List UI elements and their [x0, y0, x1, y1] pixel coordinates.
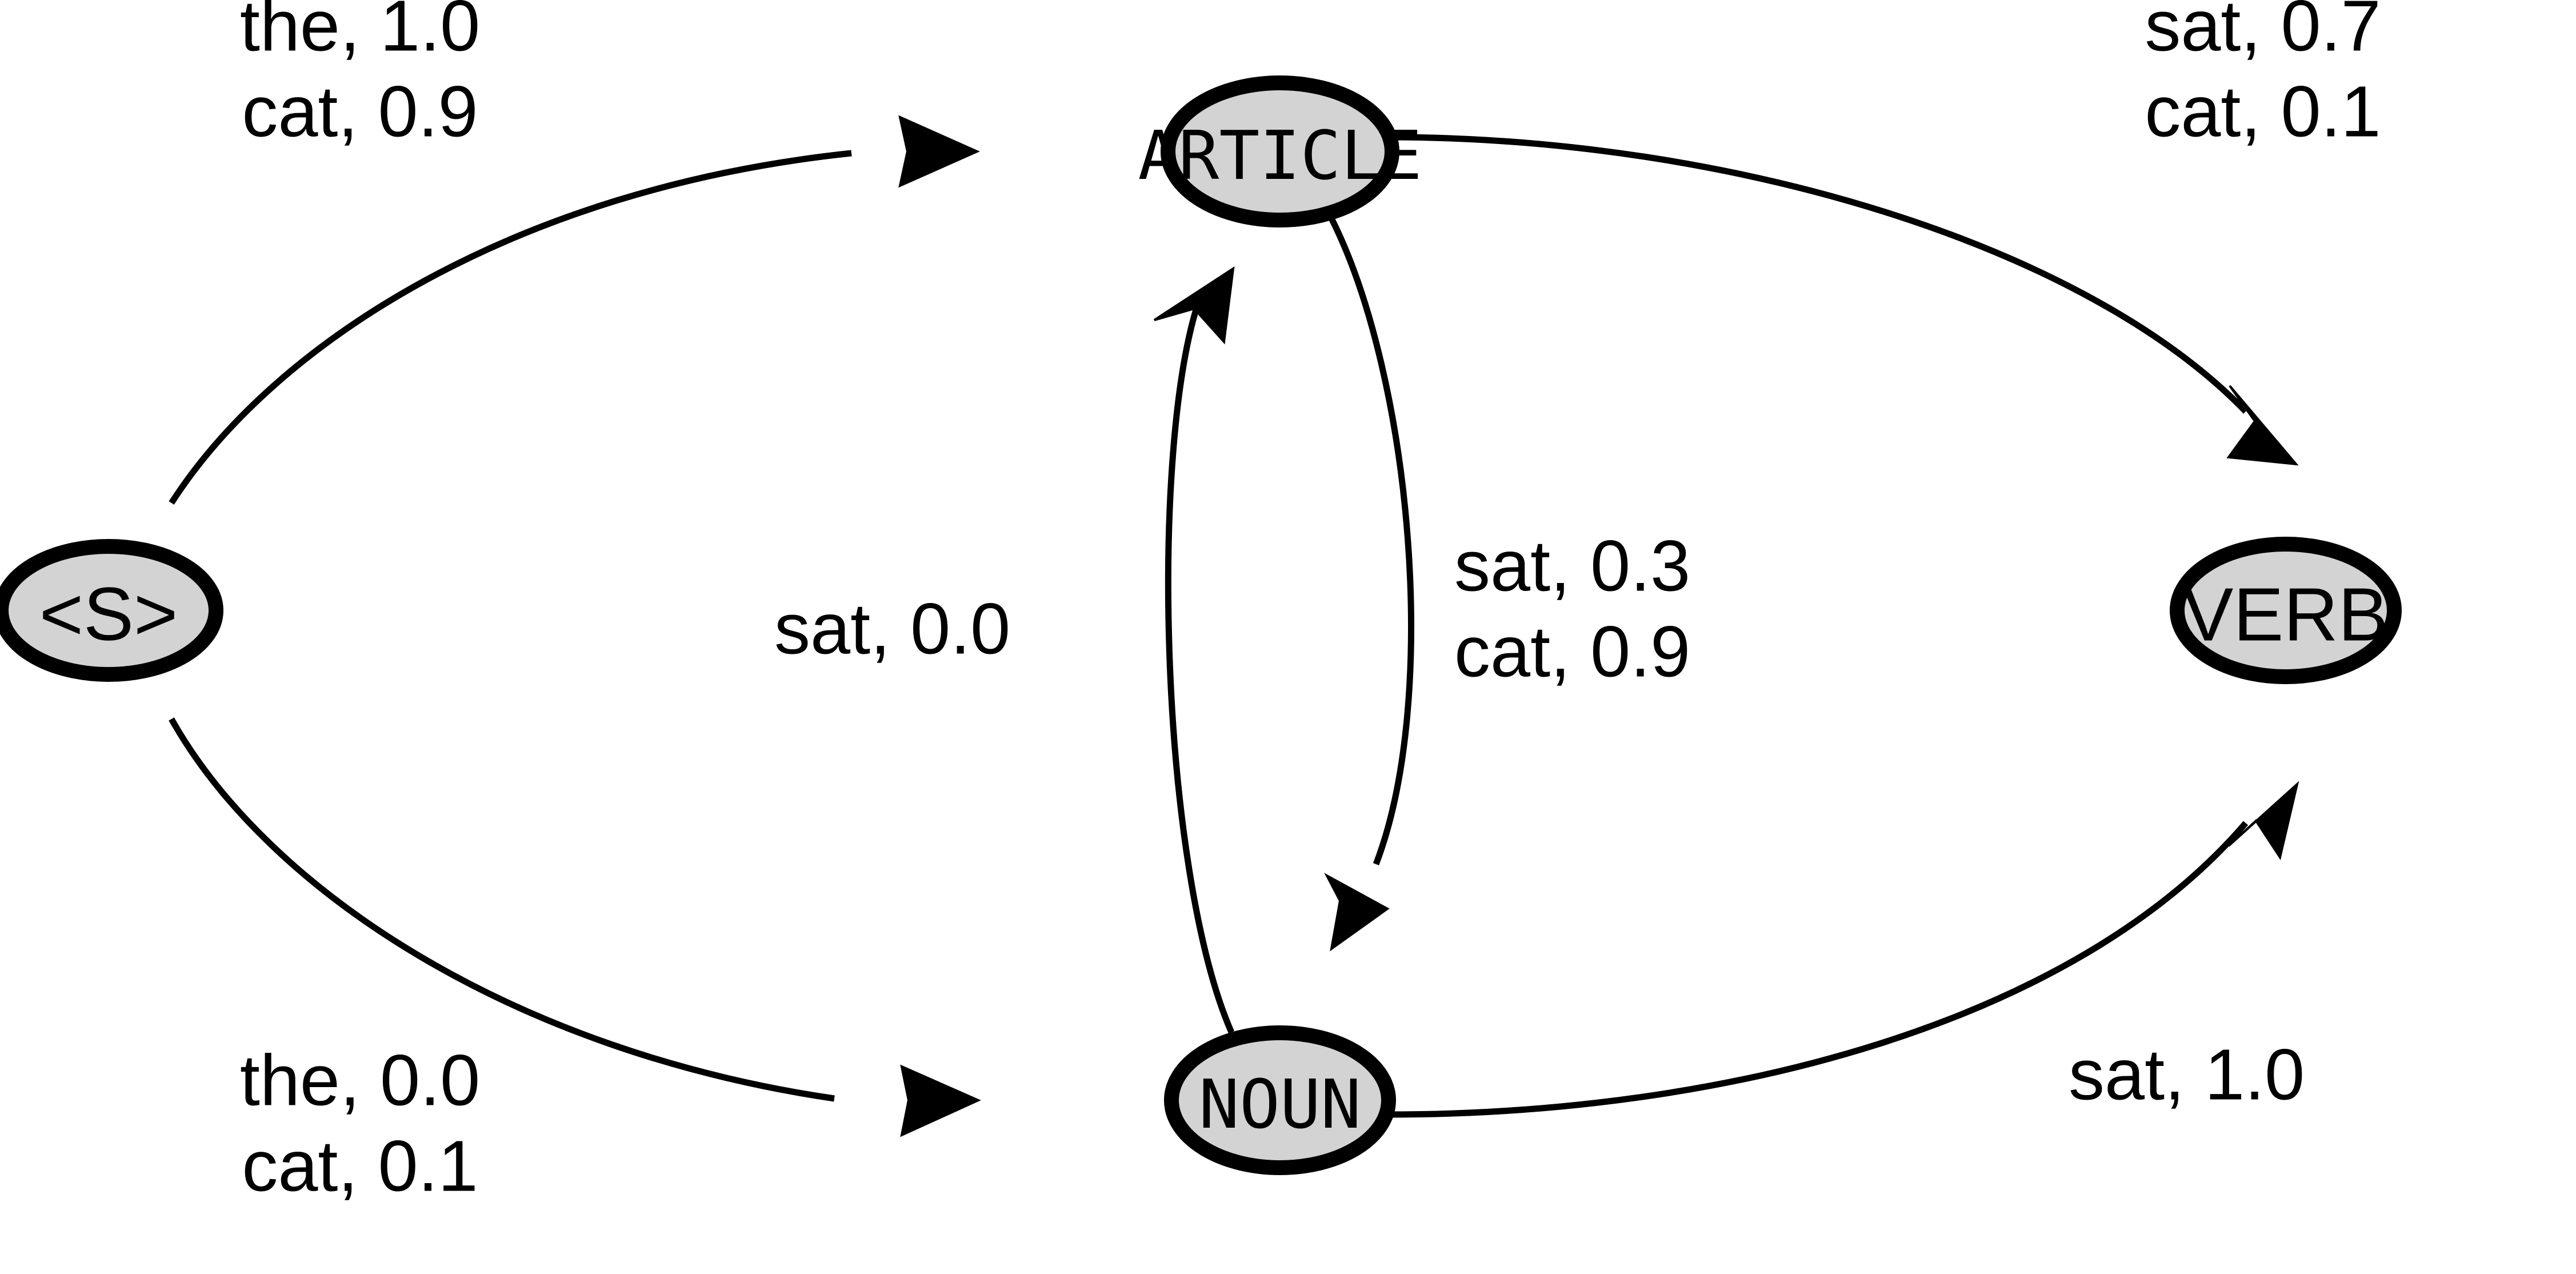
edge-label-line: sat, 1.0	[2069, 1034, 2305, 1115]
edge-label-article-to-noun: sat, 0.3 cat, 0.9	[1454, 525, 1690, 692]
edge-s-to-noun[interactable]	[169, 717, 981, 1137]
edge-label-line: cat, 0.1	[2145, 71, 2381, 151]
node-s-ellipse	[0, 539, 223, 682]
node-article-ellipse	[1161, 75, 1399, 227]
edge-noun-to-verb[interactable]	[1388, 781, 2299, 1118]
edge-label-line: the, 0.0	[240, 1040, 480, 1120]
edge-path-s-to-noun	[169, 717, 835, 1102]
edge-label-line: cat, 0.9	[1454, 611, 1690, 692]
edge-label-s-to-article: the, 1.0 cat, 0.9	[240, 0, 480, 151]
edge-path-s-to-article	[169, 150, 852, 505]
arrowhead-into-article-from-noun	[1153, 266, 1235, 345]
node-verb-label: VERB	[2183, 573, 2388, 657]
edge-label-s-to-noun: the, 0.0 cat, 0.1	[240, 1040, 480, 1206]
edge-path-article-to-noun	[1329, 217, 1414, 865]
node-verb-ellipse	[2170, 537, 2402, 684]
edge-path-article-to-verb	[1388, 134, 2248, 414]
arrowhead-into-noun-from-article	[1324, 873, 1390, 952]
node-noun-ellipse	[1164, 1025, 1396, 1175]
arrowhead-into-verb-from-article	[2226, 385, 2299, 466]
edge-s-to-article[interactable]	[169, 115, 980, 505]
node-article[interactable]: ARTICLE	[1138, 75, 1422, 227]
edge-article-to-verb[interactable]	[1388, 134, 2299, 466]
node-noun[interactable]: NOUN	[1164, 1025, 1396, 1175]
edge-label-noun-to-verb: sat, 1.0	[2069, 1034, 2305, 1115]
arrowhead-into-article-from-s	[898, 115, 980, 188]
edge-label-line: sat, 0.3	[1454, 525, 1690, 606]
node-s-label: <S>	[39, 572, 178, 656]
edge-label-line: sat, 0.0	[774, 588, 1010, 669]
node-s[interactable]: <S>	[0, 539, 223, 682]
node-verb[interactable]: VERB	[2170, 537, 2402, 684]
edge-article-to-noun[interactable]	[1324, 217, 1414, 952]
edge-label-noun-to-article: sat, 0.0	[774, 588, 1010, 669]
edge-label-line: cat, 0.9	[242, 71, 478, 151]
node-article-label: ARTICLE	[1138, 116, 1422, 195]
edge-path-noun-to-article	[1165, 296, 1235, 1034]
edge-label-line: sat, 0.7	[2145, 0, 2381, 66]
edge-label-article-to-verb: sat, 0.7 cat, 0.1	[2145, 0, 2381, 151]
edge-path-noun-to-verb	[1388, 821, 2249, 1118]
edge-label-line: cat, 0.1	[242, 1125, 478, 1206]
arrowhead-into-noun-from-s	[900, 1064, 981, 1137]
arrowhead-into-verb-from-noun	[2227, 781, 2299, 860]
node-noun-label: NOUN	[1199, 1065, 1361, 1144]
edge-label-line: the, 1.0	[240, 0, 480, 66]
edge-noun-to-article[interactable]	[1153, 266, 1235, 1034]
